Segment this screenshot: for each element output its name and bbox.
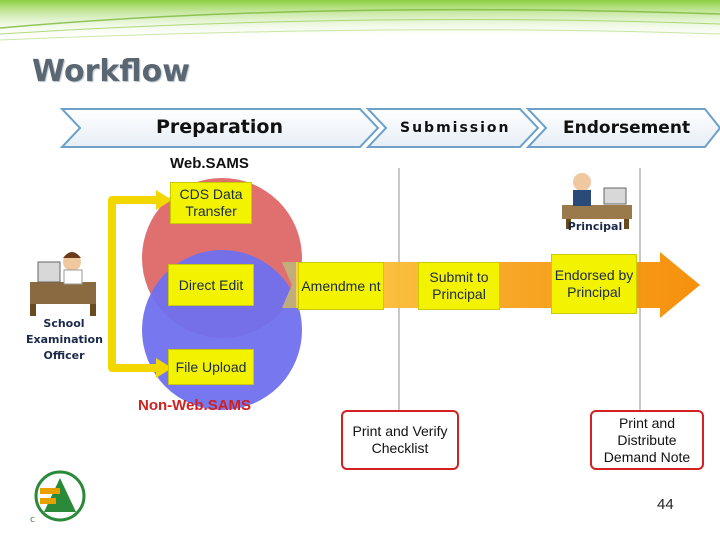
endorsed-by-principal-label: Endorsed by Principal: [554, 267, 634, 300]
file-upload-box: File Upload: [168, 349, 254, 385]
endorsed-by-principal-box: Endorsed by Principal: [551, 254, 637, 314]
cds-data-transfer-label: CDS Data Transfer: [179, 186, 243, 219]
chevron-submission: [365, 108, 540, 148]
officer-bracket-arrows: [108, 196, 158, 372]
amendment-label: Amendme nt: [301, 277, 381, 294]
print-distribute-demand-note-label: Print and Distribute Demand Note: [603, 414, 691, 465]
phase-chevrons: [59, 108, 720, 148]
submit-to-principal-label: Submit to Principal: [429, 269, 489, 302]
officer-at-desk-icon: [30, 252, 96, 316]
print-distribute-demand-note-box: Print and Distribute Demand Note: [590, 410, 704, 470]
page-title: Workflow: [32, 54, 190, 89]
non-websams-label: Non-Web.SAMS: [138, 397, 252, 414]
svg-text:c: c: [30, 515, 35, 525]
file-upload-label: File Upload: [175, 358, 247, 375]
page-number: 44: [657, 496, 674, 513]
amendment-box: Amendme nt: [298, 262, 384, 310]
officer-caption: School Examination Officer: [26, 317, 103, 362]
direct-edit-box: Direct Edit: [168, 264, 254, 306]
phase-label-endorsement: Endorsement: [563, 118, 691, 138]
principal-at-desk-icon: [562, 173, 632, 229]
chevron-endorsement: [525, 108, 720, 148]
phase-label-preparation: Preparation: [156, 116, 283, 138]
cds-data-transfer-box: CDS Data Transfer: [170, 182, 252, 224]
chevron-preparation: [59, 108, 380, 148]
direct-edit-label: Direct Edit: [178, 276, 244, 293]
phase-label-submission: Submission: [400, 120, 511, 136]
print-verify-checklist-label: Print and Verify Checklist: [352, 423, 448, 456]
principal-caption: Principal: [567, 220, 623, 233]
header-decoration: [0, 0, 720, 41]
logo-icon: c: [30, 470, 86, 525]
websams-label: Web.SAMS: [170, 155, 249, 172]
submit-to-principal-box: Submit to Principal: [418, 262, 500, 310]
print-verify-checklist-box: Print and Verify Checklist: [341, 410, 459, 470]
